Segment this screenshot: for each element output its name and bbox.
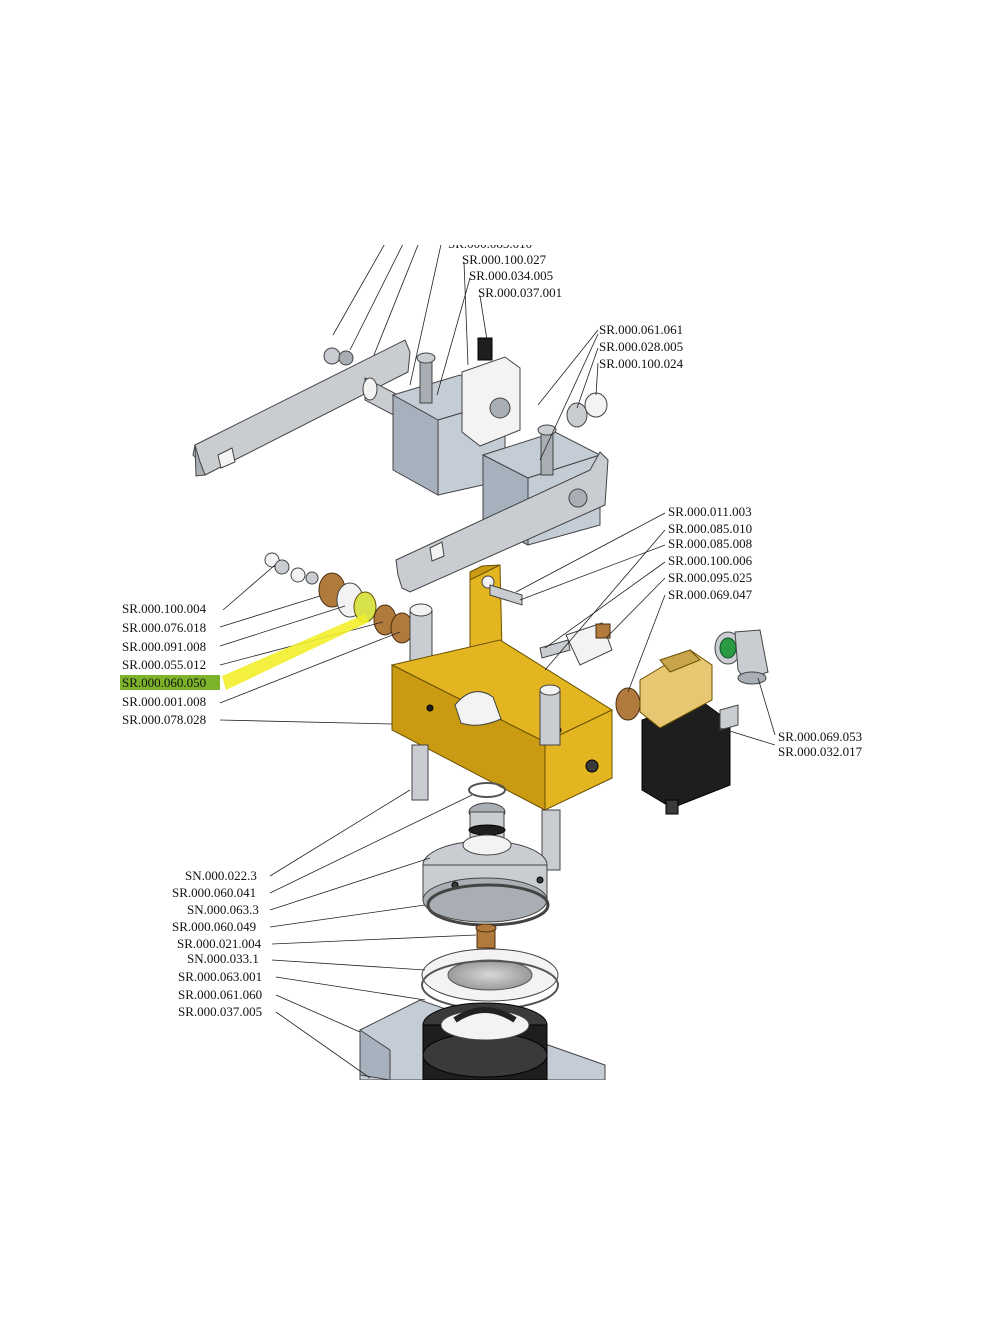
label-100-006: SR.000.100.006	[668, 553, 753, 568]
upper-cam-assembly	[192, 245, 609, 593]
label-011-003: SR.000.011.003	[668, 504, 752, 519]
label-091-008: SR.000.091.008	[122, 639, 206, 654]
highlight-label-bg	[120, 675, 220, 690]
label-001-008: SR.000.001.008	[122, 694, 206, 709]
label-078-028: SR.000.078.028	[122, 712, 206, 727]
label-061-061: SR.000.061.061	[599, 322, 683, 337]
label-021-004: SR.000.021.004	[177, 936, 262, 951]
elbow-fitting	[714, 629, 769, 685]
label-085-008: SR.000.085.008	[668, 536, 752, 551]
label-033-1: SN.000.033.1	[187, 951, 259, 966]
label-095-025: SR.000.095.025	[668, 570, 752, 585]
part-labels: SR.000.085.010 SR.000.100.027 SR.000.034…	[122, 236, 863, 1019]
label-076-018: SR.000.076.018	[122, 620, 206, 635]
label-069-053: SR.000.069.053	[778, 729, 862, 744]
label-100-027: SR.000.100.027	[462, 252, 547, 267]
label-060-050: SR.000.060.050	[122, 675, 206, 690]
label-069-047: SR.000.069.047	[668, 587, 753, 602]
label-037-005: SR.000.037.005	[178, 1004, 262, 1019]
leader-lines	[219, 261, 776, 1079]
label-060-041: SR.000.060.041	[172, 885, 256, 900]
solenoid-valve	[639, 649, 739, 815]
label-034-005: SR.000.034.005	[469, 268, 553, 283]
label-100-024: SR.000.100.024	[599, 356, 684, 371]
label-028-005: SR.000.028.005	[599, 339, 683, 354]
label-055-012: SR.000.055.012	[122, 657, 206, 672]
label-085-010: SR.000.085.010	[668, 521, 752, 536]
label-037-001: SR.000.037.001	[478, 285, 562, 300]
lower-brew-assembly	[359, 782, 606, 1080]
label-100-004: SR.000.100.004	[122, 601, 207, 616]
label-061-060: SR.000.061.060	[178, 987, 262, 1002]
label-063-001: SR.000.063.001	[178, 969, 262, 984]
label-060-049: SR.000.060.049	[172, 919, 256, 934]
label-032-017: SR.000.032.017	[778, 744, 863, 759]
valve-housing	[264, 552, 641, 871]
label-top-cut: SR.000.085.010	[448, 236, 532, 251]
label-063-3: SN.000.063.3	[187, 902, 259, 917]
highlight-leader	[222, 614, 369, 690]
label-022-3: SN.000.022.3	[185, 868, 257, 883]
